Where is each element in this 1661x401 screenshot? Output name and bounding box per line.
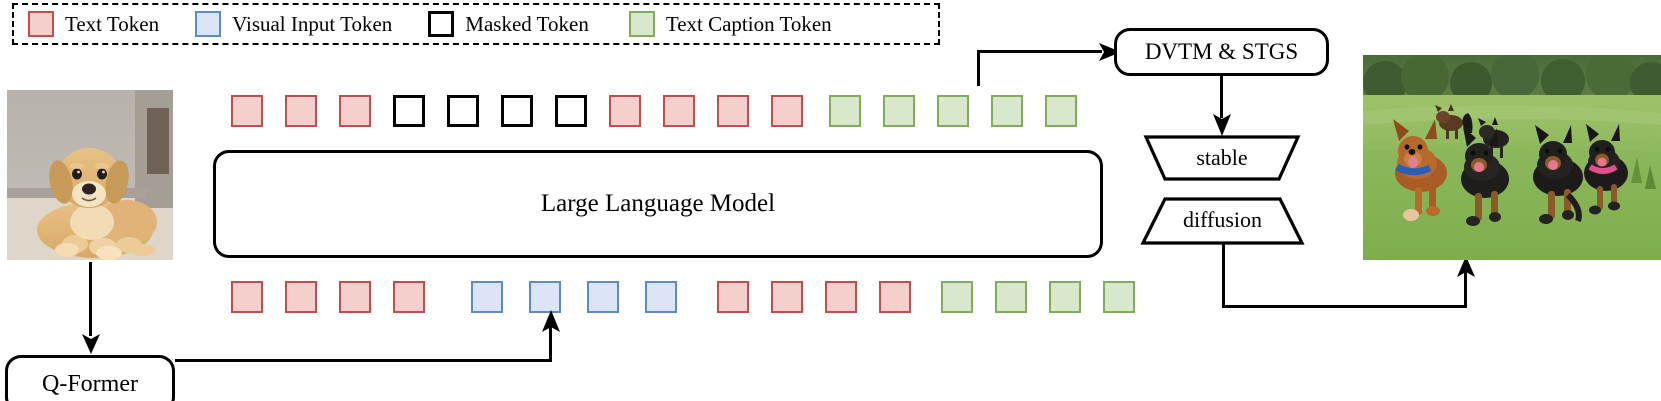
- token-caption: [991, 95, 1023, 127]
- stable-label: stable: [1196, 145, 1248, 170]
- token-visual: [645, 281, 677, 313]
- token-caption: [1049, 281, 1081, 313]
- large-language-model-label: Large Language Model: [540, 190, 776, 217]
- stable-trapezoid[interactable]: stable: [1143, 134, 1301, 182]
- blue-square-icon: [195, 11, 222, 37]
- token-caption: [1103, 281, 1135, 313]
- legend: Text Token Visual Input Token Masked Tok…: [12, 3, 940, 45]
- token-text: [717, 281, 749, 313]
- token-caption: [883, 95, 915, 127]
- token-text: [663, 95, 695, 127]
- token-caption: [941, 281, 973, 313]
- token-text: [825, 281, 857, 313]
- token-masked: [393, 95, 425, 127]
- token-caption: [937, 95, 969, 127]
- dvtm-stgs-label: DVTM & STGS: [1144, 39, 1299, 64]
- legend-item-visual-input-token: Visual Input Token: [195, 5, 392, 43]
- legend-label-masked-token: Masked Token: [465, 11, 589, 36]
- red-square-icon: [28, 11, 54, 37]
- diffusion-trapezoid[interactable]: diffusion: [1140, 196, 1305, 246]
- token-caption: [995, 281, 1027, 313]
- token-text: [609, 95, 641, 127]
- token-masked: [447, 95, 479, 127]
- token-caption: [1045, 95, 1077, 127]
- q-former-label: Q-Former: [42, 370, 138, 397]
- token-masked: [501, 95, 533, 127]
- token-text: [231, 95, 263, 127]
- token-visual: [529, 281, 561, 313]
- token-text: [879, 281, 911, 313]
- token-text: [771, 95, 803, 127]
- token-visual: [471, 281, 503, 313]
- token-caption: [829, 95, 861, 127]
- green-square-icon: [628, 11, 655, 37]
- token-text: [339, 95, 371, 127]
- legend-label-visual-input-token: Visual Input Token: [232, 11, 393, 36]
- token-text: [717, 95, 749, 127]
- token-text: [339, 281, 371, 313]
- q-former-box[interactable]: Q-Former: [5, 355, 175, 401]
- large-language-model-box[interactable]: Large Language Model: [213, 150, 1103, 258]
- legend-item-text-token: Text Token: [28, 5, 159, 43]
- token-text: [231, 281, 263, 313]
- generated-dogs-photo: [1363, 55, 1661, 260]
- legend-item-masked-token: Masked Token: [428, 5, 589, 43]
- token-masked: [555, 95, 587, 127]
- token-visual: [587, 281, 619, 313]
- diffusion-label: diffusion: [1182, 207, 1263, 232]
- input-dog-photo: [7, 90, 173, 260]
- token-text: [393, 281, 425, 313]
- token-text: [771, 281, 803, 313]
- token-text: [285, 95, 317, 127]
- token-text: [285, 281, 317, 313]
- legend-item-text-caption-token: Text Caption Token: [628, 5, 832, 43]
- black-outline-square-icon: [428, 11, 455, 37]
- dvtm-stgs-box[interactable]: DVTM & STGS: [1114, 28, 1329, 76]
- legend-label-text-token: Text Token: [65, 11, 160, 36]
- legend-label-text-caption-token: Text Caption Token: [665, 11, 832, 36]
